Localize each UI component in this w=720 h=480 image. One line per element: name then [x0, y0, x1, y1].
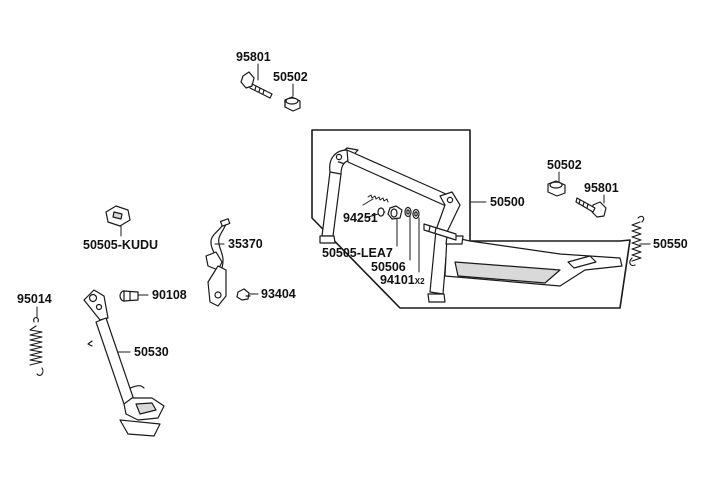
nut-50502-right-part: [547, 180, 566, 197]
label-50550: 50550: [653, 237, 688, 251]
label-50505-lea7: 50505-LEA7: [322, 246, 393, 260]
collar-50505-lea7-part: [377, 205, 403, 220]
label-94101-number: 94101: [380, 273, 415, 287]
side-stand-50530-part: [83, 289, 165, 437]
label-50505-kudu: 50505-KUDU: [83, 238, 159, 252]
clip-94101-part: [412, 208, 420, 220]
main-stand-group-frame: [311, 129, 631, 309]
label-94251: 94251: [343, 211, 378, 225]
pivot-shaft-part: [423, 223, 457, 241]
label-50500: 50500: [490, 195, 525, 209]
label-95801-right: 95801: [584, 181, 619, 195]
label-94101: 94101X2: [380, 273, 425, 289]
label-95014: 95014: [17, 292, 52, 306]
nut-50502-top-part: [284, 96, 301, 112]
bolt-95801-right-part: [575, 197, 607, 218]
spring-50550-part: [629, 215, 645, 266]
spring-94251-part: [367, 194, 389, 203]
label-93404: 93404: [261, 287, 296, 301]
label-50502-right: 50502: [547, 158, 582, 172]
label-50506: 50506: [371, 260, 406, 274]
label-95801-top: 95801: [236, 50, 271, 64]
rubber-50505-kudu-part: [105, 205, 131, 227]
bolt-95801-top-part: [240, 71, 273, 99]
washer-50506-part: [404, 206, 412, 218]
label-50530: 50530: [134, 345, 169, 359]
label-50502-top: 50502: [273, 70, 308, 84]
label-94101-quantity: X2: [414, 277, 425, 286]
label-90108: 90108: [152, 288, 187, 302]
switch-35370-part: [205, 218, 231, 307]
spring-95014-part: [29, 316, 44, 376]
label-35370: 35370: [228, 237, 263, 251]
bolt-90108-part: [119, 290, 139, 302]
screw-93404-part: [236, 288, 251, 301]
main-stand-50500-part: [319, 147, 623, 303]
